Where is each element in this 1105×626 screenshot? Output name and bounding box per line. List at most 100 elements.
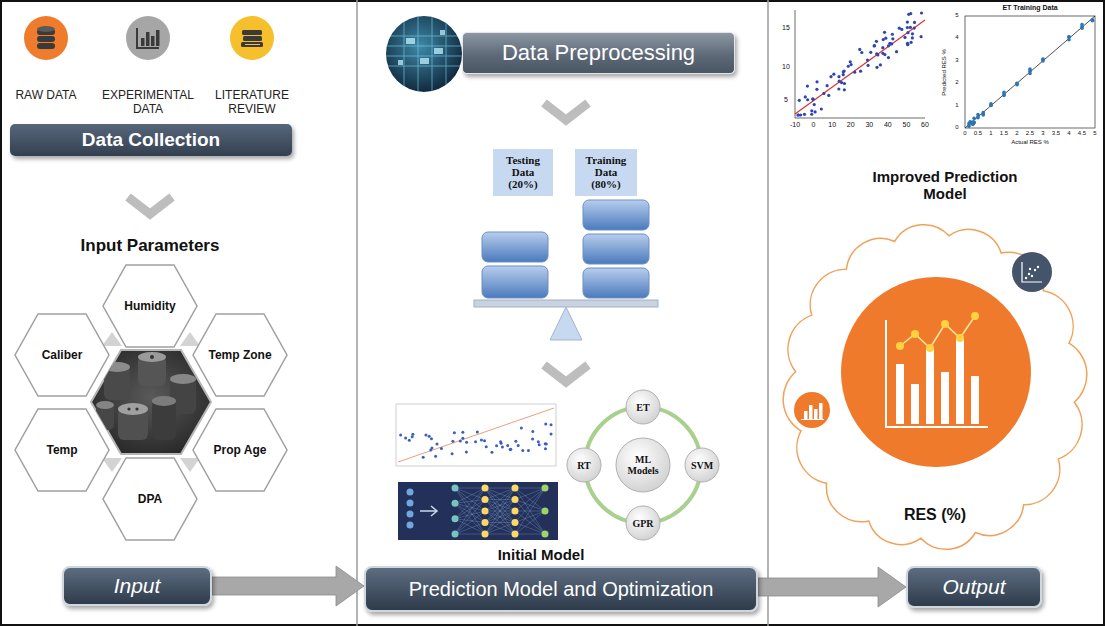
text-block: EXPERIMENTAL DATA [96, 88, 200, 116]
network-image [512, 485, 519, 492]
plot-points [906, 43, 909, 46]
plot-points [804, 95, 807, 98]
axis-tick: 50 [896, 121, 916, 129]
network-image [455, 500, 485, 519]
axis-tick: 60 [915, 121, 935, 129]
plot-points [913, 27, 916, 30]
plot-points [849, 60, 852, 63]
plot-points [521, 449, 524, 452]
cloud-outline [1028, 273, 1030, 275]
plot-points [1028, 67, 1032, 71]
text-block: RES (%) [904, 506, 966, 524]
plot-points [550, 432, 553, 435]
plot-points [859, 70, 862, 73]
plot-points [465, 450, 468, 453]
node-text: SVM [691, 460, 713, 471]
balance-figure [583, 234, 649, 264]
plot-points [981, 113, 985, 117]
plot-points [531, 430, 534, 433]
text-block: Humidity [124, 299, 175, 313]
node-text: Humidity [124, 299, 175, 313]
plot-points [490, 451, 493, 454]
plot-points [1015, 83, 1019, 87]
icon-outline [245, 44, 260, 45]
tech-image [406, 38, 415, 44]
cloud-outline [926, 349, 934, 424]
cloud-outline [926, 344, 934, 352]
section-banner: Data Collection [10, 124, 292, 156]
propellant-image [138, 352, 166, 362]
node-text: Caliber [42, 348, 83, 362]
network-image [452, 485, 459, 492]
network-image [455, 519, 485, 534]
tech-image [386, 16, 462, 92]
plot-points [837, 75, 840, 78]
plot-points [891, 37, 894, 40]
plot-points [1080, 23, 1084, 27]
plot-points [875, 40, 878, 43]
cloud-outline [814, 409, 818, 419]
flow-arrow [758, 567, 906, 607]
split-box: Testing Data (20%) [493, 149, 553, 196]
tech-image [418, 16, 419, 92]
cloud-outline [941, 372, 949, 424]
plot-points [509, 448, 512, 451]
model-circle: ET [625, 389, 661, 425]
tech-image [440, 30, 445, 35]
axis-tick: 10 [822, 121, 842, 129]
stage-button: Input [62, 566, 212, 606]
plot-points [842, 70, 845, 73]
tech-image [386, 56, 462, 57]
source-icon: LITERATURE REVIEW [202, 14, 302, 120]
plot-points [907, 13, 910, 16]
network-image [512, 531, 519, 538]
axis-tick: 4 [1061, 130, 1077, 137]
plot-points [411, 433, 414, 436]
plot-points [881, 46, 884, 49]
text-block: Data Preprocessing [502, 40, 695, 66]
plot-points [495, 444, 498, 447]
network-image [485, 488, 515, 511]
cloud-outline [956, 334, 964, 342]
plot-points [422, 456, 425, 459]
axis-title: Predicted RES % [941, 32, 948, 112]
plot-points [815, 80, 818, 83]
network-image [482, 531, 489, 538]
node-text: Testing Data (20%) [497, 154, 549, 190]
plot-points [501, 445, 504, 448]
plot-points [1067, 35, 1071, 39]
cloud-outline [1037, 266, 1039, 268]
axis-title: Actual RES % [990, 139, 1070, 146]
network-image [455, 488, 485, 500]
tech-image [434, 48, 443, 54]
network-image [515, 511, 545, 523]
plot-points [976, 115, 980, 119]
icon-outline [242, 30, 262, 35]
plot-points [972, 121, 976, 125]
node-text: ET [636, 402, 649, 413]
icon-outline [241, 30, 263, 47]
plot-points [1028, 72, 1032, 76]
plot-points [909, 26, 912, 29]
icon-outline [151, 36, 155, 46]
result-plot [965, 16, 1095, 128]
network-image [515, 488, 545, 534]
network-image [482, 508, 489, 515]
plot-points [500, 442, 503, 445]
hex-outline [15, 409, 109, 491]
axis-tick: 5 [1087, 130, 1103, 137]
network-image [455, 488, 485, 534]
plot-points [803, 113, 806, 116]
node-text: RAW DATA [15, 88, 76, 102]
circ-outline [616, 438, 670, 492]
axis-tick: 0 [804, 121, 824, 129]
node-text: Output [942, 575, 1005, 599]
network-image [485, 511, 515, 534]
text-block: Output [942, 575, 1005, 599]
network-image [455, 511, 485, 534]
plot-points [520, 426, 523, 429]
plot-points [459, 440, 462, 443]
text-block: RT [577, 460, 591, 471]
result-plot [795, 10, 796, 118]
network-image [485, 488, 515, 500]
